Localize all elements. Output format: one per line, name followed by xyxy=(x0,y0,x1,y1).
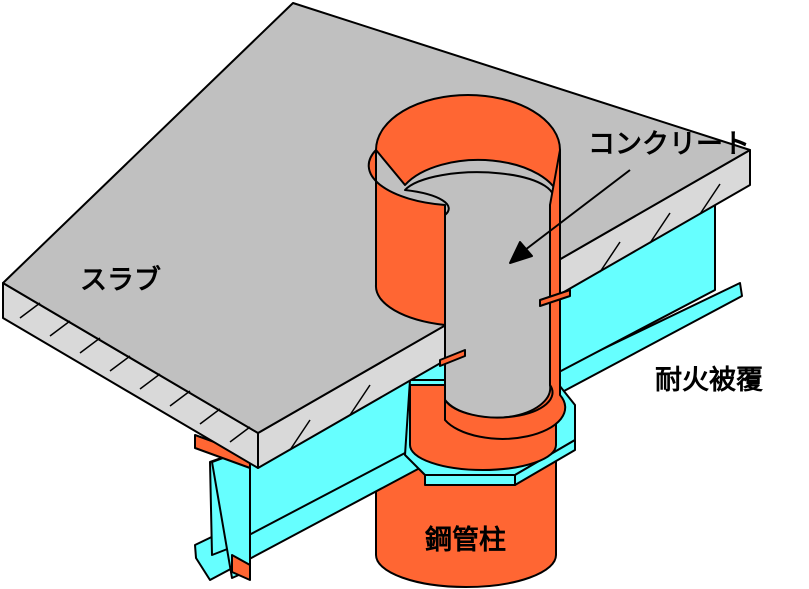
concrete-pointer-arrow xyxy=(509,169,631,264)
fireproofing-label: 耐火被覆 xyxy=(655,365,763,396)
concrete-label: コンクリート xyxy=(588,129,750,160)
slab-label: スラブ xyxy=(80,265,161,296)
steel-pipe-column-label: 鋼管柱 xyxy=(425,525,506,556)
steel-pipe-column-upper xyxy=(367,94,571,440)
